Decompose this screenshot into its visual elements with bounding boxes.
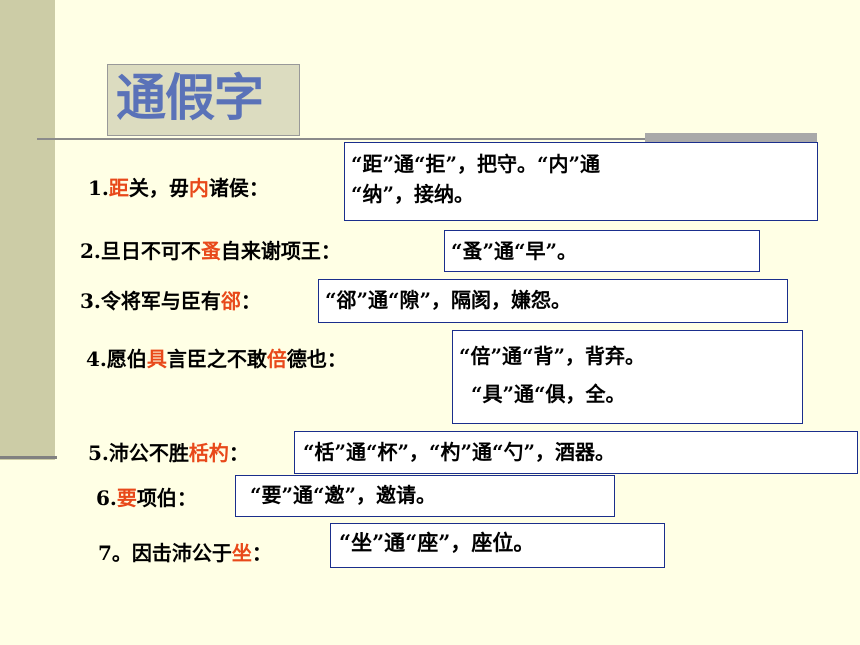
question-number: 7。: [98, 541, 132, 565]
left-sidebar-underline: [0, 456, 57, 459]
question-keyword: 倍: [266, 347, 287, 371]
question-1: 1.距关，毋内诸侯：: [88, 175, 269, 201]
title-box: 通假字: [107, 64, 300, 136]
question-keyword: 蚤: [200, 239, 221, 263]
answer-line: “倍”通“背”，背弃。: [459, 344, 646, 368]
question-keyword: 栝杓: [188, 441, 229, 465]
question-keyword: 郤: [220, 289, 241, 313]
question-4: 4.愿伯具言臣之不敢倍德也：: [86, 346, 347, 372]
question-text: 诸侯：: [208, 176, 269, 200]
question-5: 5.沛公不胜栝杓：: [88, 440, 249, 466]
question-keyword: 具: [146, 347, 167, 371]
answer-box-5: “栝”通“杯”，“杓”通“勺”，酒器。: [294, 431, 858, 474]
header-rule: [37, 138, 817, 140]
question-keyword: 坐: [231, 541, 252, 565]
question-text: 愿伯: [106, 347, 147, 371]
question-text: 自来谢项王：: [220, 239, 341, 263]
question-text: 项伯：: [136, 486, 197, 510]
question-text: ：: [240, 289, 261, 313]
answer-line: “具”通“俱，全。: [471, 382, 626, 406]
answer-box-7: “坐”通“座”，座位。: [330, 523, 665, 568]
question-number: 3.: [80, 289, 101, 313]
answer-line: “距”通“拒”，把守。“内”通: [351, 152, 601, 176]
question-text: 关，毋: [128, 176, 189, 200]
answer-line: “栝”通“杯”，“杓”通“勺”，酒器。: [303, 440, 616, 464]
question-number: 2.: [80, 239, 101, 263]
question-text: 沛公不胜: [108, 441, 189, 465]
question-text: 言臣之不敢: [166, 347, 267, 371]
question-number: 5.: [88, 441, 109, 465]
question-text: 德也：: [286, 347, 347, 371]
question-text: 旦日不可不: [100, 239, 201, 263]
answer-box-2: “蚤”通“早”。: [444, 230, 760, 272]
question-text: 因击沛公于: [131, 541, 232, 565]
answer-line: “坐”通“座”，座位。: [339, 530, 535, 555]
question-6: 6.要项伯：: [96, 485, 197, 511]
question-text: ：: [251, 541, 272, 565]
question-3: 3.令将军与臣有郤：: [80, 288, 261, 314]
left-sidebar-decoration: [0, 0, 55, 460]
question-number: 1.: [88, 176, 109, 200]
question-keyword: 内: [188, 176, 209, 200]
page-title: 通假字: [116, 69, 264, 127]
answer-box-3: “郤”通“隙”，隔阂，嫌怨。: [318, 279, 788, 323]
question-keyword: 距: [108, 176, 129, 200]
question-text: 令将军与臣有: [100, 289, 221, 313]
question-2: 2.旦日不可不蚤自来谢项王：: [80, 238, 341, 264]
answer-box-6: “要”通“邀”，邀请。: [235, 475, 615, 517]
question-keyword: 要: [116, 486, 137, 510]
answer-line: “蚤”通“早”。: [451, 239, 578, 263]
answer-line: “纳”，接纳。: [351, 182, 475, 206]
answer-line: “要”通“邀”，邀请。: [250, 483, 437, 507]
answer-line: “郤”通“隙”，隔阂，嫌怨。: [325, 288, 572, 312]
question-number: 6.: [96, 486, 117, 510]
answer-box-1: “距”通“拒”，把守。“内”通 “纳”，接纳。: [344, 142, 818, 221]
question-text: ：: [228, 441, 249, 465]
answer-box-4: “倍”通“背”，背弃。 “具”通“俱，全。: [452, 330, 803, 424]
question-7: 7。因击沛公于坐：: [98, 540, 272, 566]
question-number: 4.: [86, 347, 107, 371]
